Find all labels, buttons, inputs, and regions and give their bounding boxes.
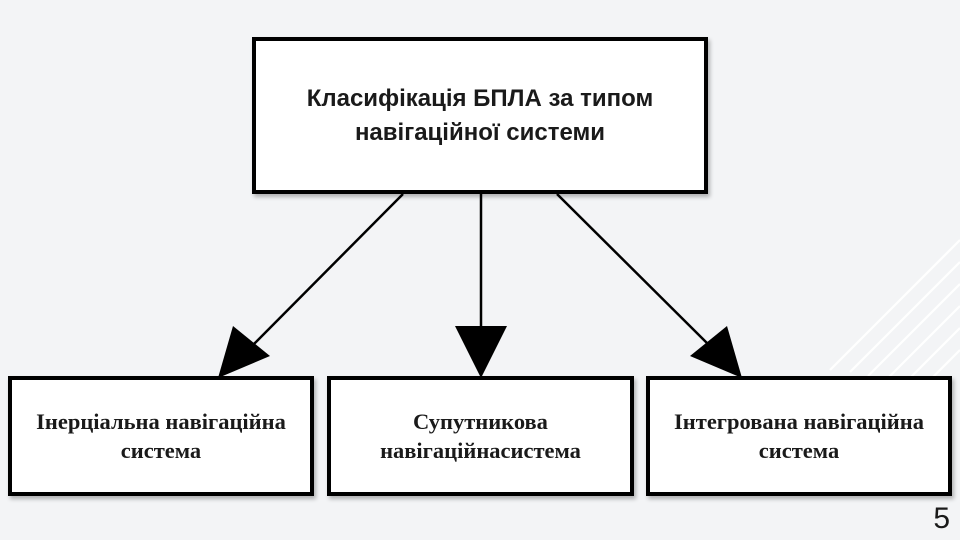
connector-left bbox=[247, 193, 404, 351]
arrowhead-center bbox=[455, 326, 507, 378]
child-node-label-line2: навігаційнасистема bbox=[380, 438, 581, 463]
child-node-label-line1: Супутникова bbox=[413, 409, 548, 434]
arrowhead-left bbox=[218, 326, 270, 378]
child-node-label-line1: Інерціальна навігаційна bbox=[36, 409, 286, 434]
child-node-label-line2: система bbox=[758, 438, 840, 463]
root-node-label: Класифікація БПЛА за типом навігаційної … bbox=[307, 82, 654, 150]
child-node-integrated: Інтегрована навігаційна система bbox=[646, 376, 952, 496]
arrowhead-right bbox=[690, 326, 742, 378]
child-node-label-line1: Інтегрована навігаційна bbox=[674, 409, 924, 434]
slide-number: 5 bbox=[933, 502, 950, 535]
child-node-label: Інтегрована навігаційна система bbox=[674, 407, 924, 465]
child-node-label: Інерціальна навігаційна система bbox=[36, 407, 286, 465]
root-node-label-line1: Класифікація БПЛА за типом bbox=[306, 84, 654, 112]
child-node-inertial: Інерціальна навігаційна система bbox=[8, 376, 314, 496]
child-node-label-line2: система bbox=[120, 438, 202, 463]
connector-right bbox=[556, 193, 715, 351]
child-node-satellite: Супутникова навігаційнасистема bbox=[327, 376, 634, 496]
child-node-label: Супутникова навігаційнасистема bbox=[380, 407, 581, 465]
root-node-label-line2: навігаційної системи bbox=[354, 118, 606, 146]
root-node: Класифікація БПЛА за типом навігаційної … bbox=[252, 37, 708, 194]
